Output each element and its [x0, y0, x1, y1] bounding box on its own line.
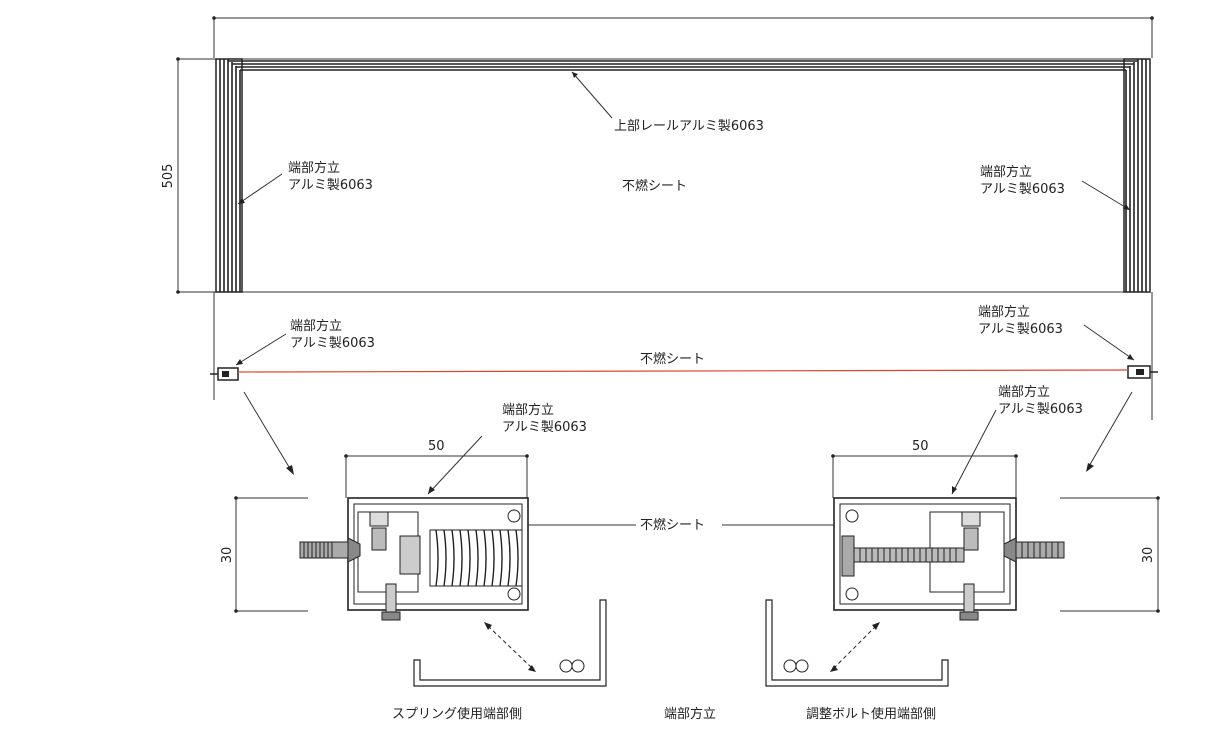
top-rail-label: 上部レールアルミ製6063 [614, 119, 764, 134]
left-detail-label-1: 端部方立 [502, 402, 554, 418]
arrow-to-left-detail [243, 391, 293, 473]
right-detail-label-2: アルミ製6063 [998, 402, 1083, 417]
right-post-leader-section [1083, 324, 1135, 361]
left-post-label-section-2: アルミ製6063 [290, 336, 375, 351]
left-detail-label-2: アルミ製6063 [502, 420, 587, 435]
left-post [215, 58, 243, 293]
right-detail: 50 30 端部方立 アルミ製6063 [765, 384, 1160, 722]
left-detail: 50 30 端部方立 [220, 402, 607, 722]
left-detail-width-label: 50 [428, 439, 445, 454]
left-detail-caption: スプリング使用端部側 [392, 706, 522, 722]
right-post-label-section-1: 端部方立 [978, 304, 1030, 320]
left-post-label-top-1: 端部方立 [288, 160, 340, 176]
sheet-label-detail: 不燃シート [640, 517, 705, 533]
right-detail-width-label: 50 [912, 439, 929, 454]
sheet-label-section: 不燃シート [640, 351, 705, 367]
arrow-to-right-detail [1087, 391, 1133, 469]
left-post-label-section-1: 端部方立 [290, 318, 342, 334]
adjusting-bolt [841, 535, 965, 577]
center-caption: 端部方立 [664, 706, 716, 722]
section-view: 不燃シート 端部方立 アルミ製6063 端部方立 アルミ製6063 [210, 292, 1158, 475]
left-post-leader-section [235, 333, 287, 366]
left-detail-height-label: 30 [220, 547, 235, 564]
top-rail-leader [571, 71, 613, 119]
right-detail-height-label: 30 [1141, 547, 1156, 564]
left-detail-leader [427, 435, 483, 495]
right-post-label-top-1: 端部方立 [980, 164, 1032, 180]
right-detail-label-1: 端部方立 [998, 384, 1050, 400]
right-post-label-top-2: アルミ製6063 [980, 182, 1065, 197]
left-cover-bracket [413, 599, 607, 687]
sheet-label-top-view: 不燃シート [622, 178, 687, 194]
right-post-label-section-2: アルミ製6063 [978, 322, 1063, 337]
left-post-leader-top [237, 173, 283, 205]
top-rail [228, 60, 1138, 71]
right-post-leader-top [1081, 180, 1131, 211]
height-dimension-label: 505 [161, 164, 176, 189]
right-post-section [1127, 365, 1158, 379]
left-post-section [210, 367, 239, 381]
right-detail-caption: 調整ボルト使用端部側 [806, 706, 936, 722]
right-post [1123, 58, 1151, 293]
spring [429, 529, 523, 587]
right-cover-bracket [765, 599, 949, 687]
top-view: 505 [161, 16, 1154, 294]
right-detail-leader [951, 409, 997, 495]
center-detail: 不燃シート 端部方立 [528, 517, 834, 722]
left-post-label-top-2: アルミ製6063 [288, 178, 373, 193]
sheet-line [237, 369, 1129, 373]
